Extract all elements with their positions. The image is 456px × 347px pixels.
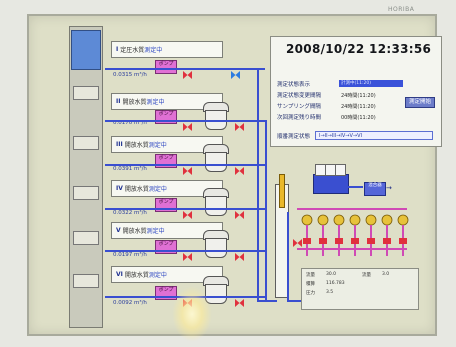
pipe bbox=[105, 120, 265, 122]
valve-icon[interactable] bbox=[235, 160, 244, 175]
panel-row-value: 24時間(11:20) bbox=[341, 93, 376, 99]
stage-status: 測定中 bbox=[148, 142, 167, 149]
outlet-arrow-icon: → bbox=[386, 184, 392, 192]
meter-label: 流量 bbox=[306, 273, 315, 278]
stage-name: 開放水質 bbox=[124, 272, 149, 279]
pipe bbox=[297, 208, 407, 210]
tank-icon bbox=[205, 238, 227, 258]
meter-label: 流量 bbox=[362, 273, 371, 278]
pipe bbox=[105, 208, 265, 210]
valve-icon[interactable] bbox=[235, 116, 244, 131]
valve-icon[interactable] bbox=[235, 246, 244, 261]
panel-row-label: 測定状態表示 bbox=[277, 82, 311, 88]
stage-number: I bbox=[116, 46, 119, 53]
flow-value: 0.0092 m³/h bbox=[113, 300, 147, 306]
stage-status: 測定中 bbox=[148, 272, 167, 279]
panel-row-label: 次回測定残り時間 bbox=[277, 115, 322, 121]
stage-label[interactable]: VI 開放水質 測定中 bbox=[111, 266, 223, 283]
stage-label[interactable]: IV 開放水質 測定中 bbox=[111, 180, 223, 197]
stage-number: VI bbox=[116, 271, 123, 278]
tower-segment bbox=[73, 231, 99, 245]
stage-name: 開放水質 bbox=[122, 99, 147, 106]
valve-icon[interactable] bbox=[293, 232, 302, 247]
stage-status: 測定中 bbox=[146, 99, 165, 106]
order-value: I→II→III→IV→V→VI bbox=[315, 131, 433, 140]
stage-name: 開放水質 bbox=[122, 228, 147, 235]
panel-row-label: 測定状態変更間隔 bbox=[277, 93, 322, 99]
meter-value: 116.783 bbox=[326, 281, 345, 286]
pipe bbox=[257, 300, 277, 302]
valve-icon[interactable] bbox=[235, 204, 244, 219]
meter-label: 積算 bbox=[306, 282, 315, 287]
stage-status: 測定中 bbox=[148, 186, 167, 193]
tower-segment bbox=[73, 186, 99, 200]
panel-row-value: 24時間(11:20) bbox=[341, 104, 376, 110]
order-label: 順番測定状態 bbox=[277, 134, 311, 140]
valve-icon[interactable] bbox=[183, 204, 192, 219]
flow-value: 0.0391 m³/h bbox=[113, 166, 147, 172]
stage-label[interactable]: I 定圧水質 測定中 bbox=[111, 41, 223, 58]
tank-icon bbox=[205, 152, 227, 172]
stage-label[interactable]: V 開放水質 測定中 bbox=[111, 222, 223, 239]
pipe bbox=[257, 68, 259, 302]
meter-value: 3.0 bbox=[382, 272, 390, 277]
stage-number: V bbox=[116, 227, 121, 234]
valve-icon[interactable] bbox=[183, 246, 192, 261]
cylinder-probe bbox=[279, 174, 285, 208]
panel-row-value: 00時間(11:20) bbox=[341, 115, 376, 121]
pipe bbox=[105, 68, 265, 70]
meter-value: 3.5 bbox=[326, 290, 334, 295]
valve-icon[interactable] bbox=[235, 292, 244, 307]
pipe bbox=[347, 186, 363, 188]
sample-cell-array bbox=[297, 210, 409, 262]
tower-top-block bbox=[71, 30, 101, 70]
valve-icon[interactable] bbox=[183, 116, 192, 131]
stage-number: III bbox=[116, 141, 123, 148]
flow-value: 0.0170 m³/h bbox=[113, 120, 147, 126]
status-panel: 2008/10/22 12:33:56 測定状態表示 計測中(11:20) 測定… bbox=[270, 36, 442, 147]
pipe bbox=[105, 164, 265, 166]
mixer-box[interactable]: 混合器 bbox=[364, 182, 386, 196]
screen-glare bbox=[172, 286, 212, 342]
panel-row-label: サンプリング間隔 bbox=[277, 104, 321, 110]
flow-value: 0.0315 m³/h bbox=[113, 72, 147, 78]
flow-value: 0.0197 m³/h bbox=[113, 252, 147, 258]
tower-segment bbox=[73, 86, 99, 100]
valve-icon[interactable] bbox=[183, 160, 192, 175]
meter-value: 30.0 bbox=[326, 272, 337, 277]
stage-name: 定圧水質 bbox=[120, 47, 145, 54]
start-measurement-button[interactable]: 測定開始 bbox=[405, 97, 435, 108]
stage-label[interactable]: II 開放水質 測定中 bbox=[111, 93, 223, 110]
stage-status: 測定中 bbox=[144, 47, 163, 54]
tank-icon bbox=[205, 196, 227, 216]
status-value: 計測中(11:20) bbox=[339, 80, 403, 87]
tower-segment bbox=[73, 274, 99, 288]
pipe bbox=[287, 212, 289, 300]
datetime-display: 2008/10/22 12:33:56 bbox=[286, 42, 432, 56]
valve-icon[interactable] bbox=[183, 64, 192, 79]
stage-status: 測定中 bbox=[146, 228, 165, 235]
meter-panel: 流量 30.0 流量 3.0 積算 116.783 圧力 3.5 bbox=[301, 268, 419, 310]
stage-number: IV bbox=[116, 185, 123, 192]
brand-label: HORIBA bbox=[388, 6, 415, 13]
pipe bbox=[265, 120, 267, 302]
scada-screen: I 定圧水質 測定中 0.0315 m³/h ポンプ II 開放水質 測定中 0… bbox=[27, 14, 442, 336]
stage-name: 開放水質 bbox=[124, 142, 149, 149]
pump-box[interactable]: ポンプ bbox=[155, 60, 177, 74]
reagent-rack bbox=[313, 174, 349, 194]
meter-label: 圧力 bbox=[306, 291, 315, 296]
reagent-bottle bbox=[335, 164, 346, 176]
pipe bbox=[297, 248, 407, 250]
stage-name: 開放水質 bbox=[124, 186, 149, 193]
stage-number: II bbox=[116, 98, 121, 105]
valve-icon[interactable] bbox=[231, 64, 240, 79]
tower-segment bbox=[73, 136, 99, 150]
pipe bbox=[105, 250, 265, 252]
flow-value: 0.0322 m³/h bbox=[113, 210, 147, 216]
